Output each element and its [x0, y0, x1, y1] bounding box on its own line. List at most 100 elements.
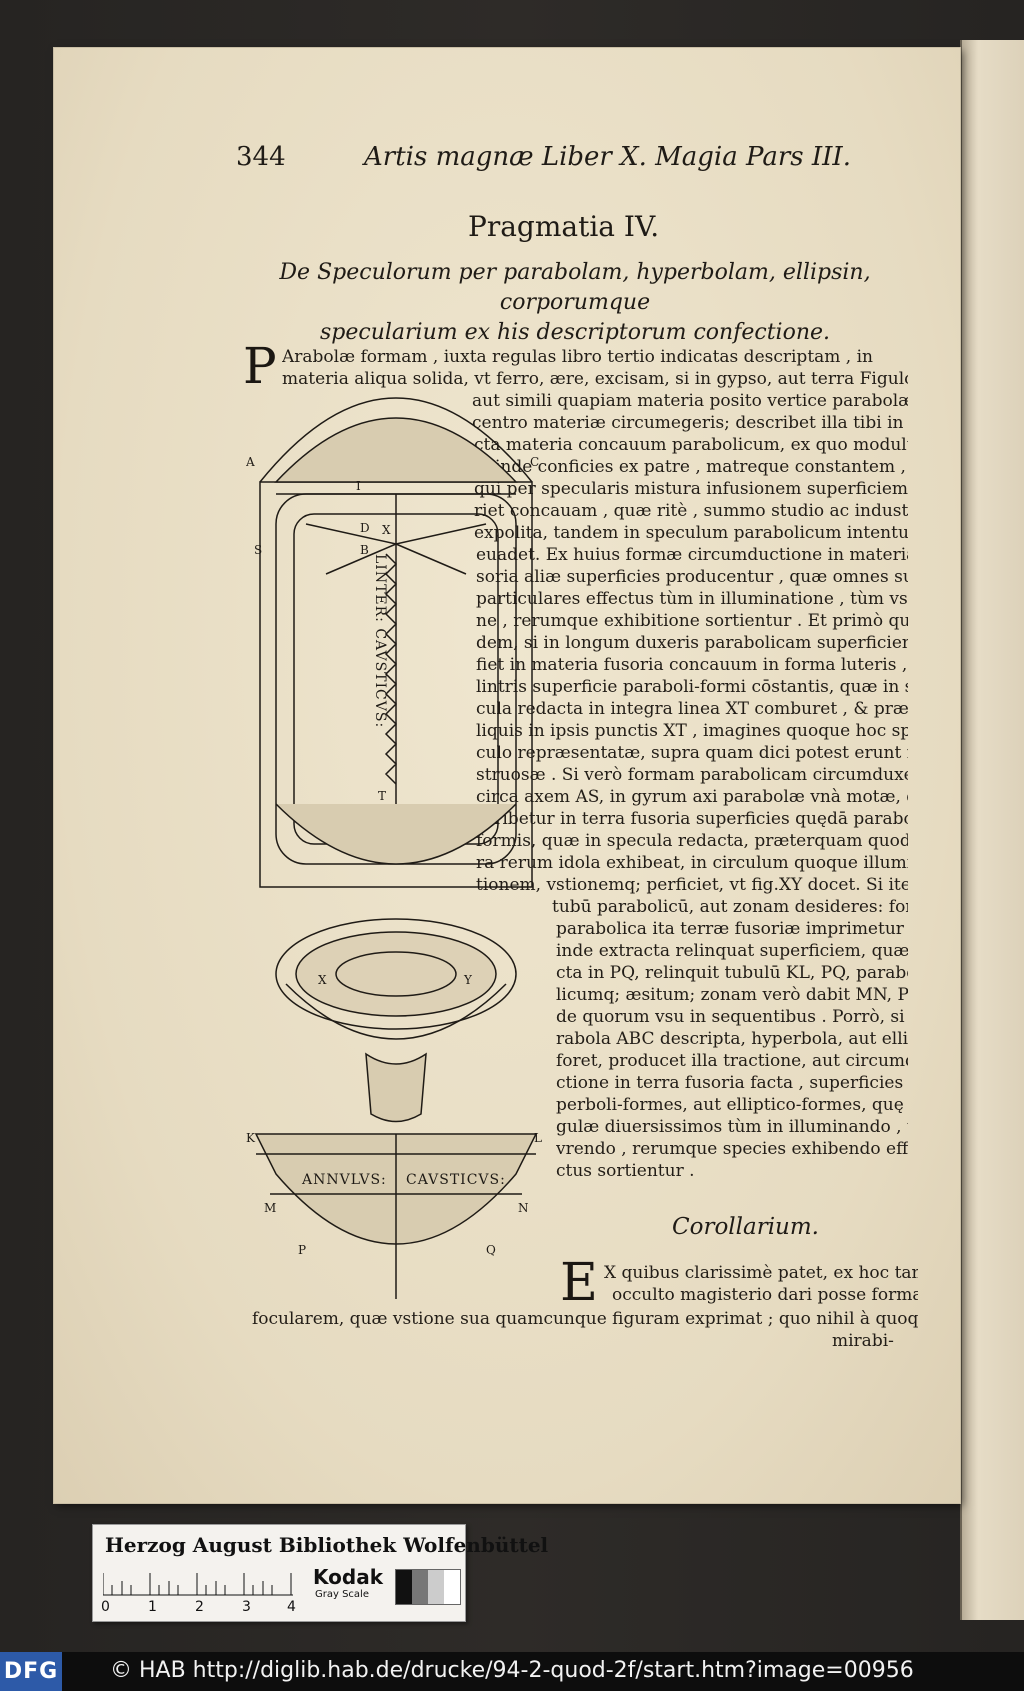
stem — [365, 1052, 427, 1123]
adjacent-page-edge — [960, 40, 1024, 1620]
text-line: perboli-formes, aut elliptico-formes, qu… — [556, 1095, 908, 1115]
mirror-figure: A C I D X B S T LINTER: CAVSTICVS: X Y K… — [245, 394, 546, 1314]
text-line: circa axem AS, in gyrum axi parabolæ vnà… — [476, 787, 908, 807]
trough-bottom — [275, 803, 517, 865]
dfg-logo: DFG — [0, 1652, 62, 1691]
label-K: K — [246, 1131, 256, 1145]
drop-capital: P — [243, 337, 277, 395]
running-head: 344 Artis magnæ Liber X. Magia Pars III. — [236, 142, 851, 182]
ruler-numbers: 0 1 2 3 4 — [101, 1599, 301, 1617]
text-line: X quibus clarissimè patet, ex hoc tam — [604, 1263, 918, 1283]
page-number: 344 — [236, 142, 286, 172]
text-line: ctus sortientur . — [556, 1161, 695, 1181]
text-line: formis, quæ in specula redacta, præterqu… — [476, 831, 908, 851]
library-name: Herzog August Bibliothek Wolfenbüttel — [105, 1533, 549, 1557]
figure-engraving: A C I D X B S T LINTER: CAVSTICVS: X Y K… — [245, 397, 542, 1299]
library-color-card: Herzog August Bibliothek Wolfenbüttel 0 … — [92, 1524, 549, 1622]
bowl-top — [274, 417, 518, 483]
text-line: parabolica ita terræ fusoriæ imprimetur … — [556, 919, 908, 939]
text-line: focularem, quæ vstione sua quamcunque fi… — [252, 1309, 918, 1329]
label-D: D — [360, 521, 370, 535]
text-line: euadet. Ex huius formæ circumductione in… — [476, 545, 908, 565]
text-line: expolita, tandem in speculum parabolicum… — [474, 523, 908, 543]
text-line: qui per specularis mistura infusionem su… — [474, 479, 908, 499]
running-head-text: Artis magnæ Liber X. Magia Pars III. — [364, 142, 851, 172]
corollary-drop-capital: E — [560, 1253, 598, 1313]
text-line: aut simili quapiam materia posito vertic… — [472, 391, 908, 411]
text-line: gulæ diuersissimos tùm in illuminando , … — [556, 1117, 908, 1137]
kodak-brand: Kodak — [313, 1565, 383, 1589]
parabola-curve — [259, 397, 533, 483]
text-line: lintris superficie paraboli-formi cōstan… — [476, 677, 908, 697]
text-line: particulares effectus tùm in illuminatio… — [476, 589, 908, 609]
corollary-title: Corollarium. — [672, 1214, 819, 1240]
text-line: rabola ABC descripta, hyperbola, aut ell… — [556, 1029, 908, 1049]
text-line: licumq; æsitum; zonam verò dabit MN, PQ — [556, 985, 908, 1005]
label-C: C — [530, 455, 539, 469]
text-line: deinde conficies ex patre , matreque con… — [474, 457, 906, 477]
label-N: N — [518, 1201, 529, 1215]
subtitle-line: De Speculorum per parabolam, hyperbolam,… — [279, 260, 871, 315]
text-line: de quorum vsu in sequentibus . Porrò, si… — [556, 1007, 908, 1027]
text-line: cta materia concauum parabolicum, ex quo… — [474, 435, 908, 455]
text-line: tionem, vstionemq; perficiet, vt fig.XY … — [476, 875, 908, 895]
label-Q: Q — [486, 1243, 496, 1257]
book-page — [54, 48, 960, 1503]
label-B: B — [360, 543, 369, 557]
label-L: L — [534, 1131, 542, 1145]
kodak-subtitle: Gray Scale — [315, 1589, 369, 1600]
text-line: ne , rerumque exhibitione sortientur . E… — [476, 611, 908, 631]
section-title: Pragmatia IV. — [468, 210, 660, 243]
text-line: liquis in ipsis punctis XT , imagines qu… — [476, 721, 908, 741]
text-line: tubū parabolicū, aut zonam desideres: fo… — [552, 897, 908, 917]
text-line: occulto magisterio dari posse formam — [612, 1285, 918, 1305]
ray-lines-2 — [325, 543, 467, 575]
ruler-scale — [103, 1573, 293, 1596]
text-line: struosæ . Si verò formam parabolicam cir… — [476, 765, 908, 785]
ruler-number: 4 — [287, 1599, 296, 1615]
text-line: soria aliæ superficies producentur , quæ… — [476, 567, 908, 587]
text-line: culo repræsentatæ, supra quam dici potes… — [476, 743, 908, 763]
label-S: S — [254, 543, 262, 557]
label-A: A — [246, 455, 255, 469]
ring-mirror-inner — [295, 931, 497, 1017]
label-I: I — [356, 479, 361, 493]
ruler-number: 1 — [148, 1599, 157, 1615]
label-X2: X — [318, 973, 327, 987]
annulus-caption: ANNVLVS: — [301, 1172, 387, 1188]
section-subtitle: De Speculorum per parabolam, hyperbolam,… — [240, 258, 910, 348]
ruler-number: 3 — [242, 1599, 251, 1615]
label-Y: Y — [463, 973, 473, 987]
gray-patch — [428, 1570, 444, 1604]
grayscale-patches — [395, 1569, 461, 1605]
text-line: dem, si in longum duxeris parabolicam su… — [476, 633, 908, 653]
text-line: fiet in materia fusoria concauum in form… — [476, 655, 908, 675]
gray-patch — [412, 1570, 428, 1604]
text-line: inde extracta relinquat superficiem, quæ… — [556, 941, 908, 961]
linter-caption: LINTER: CAVSTICVS: — [372, 554, 388, 728]
text-line: cula redacta in integra linea XT combure… — [476, 699, 908, 719]
bowl-underside — [285, 983, 507, 1040]
footer-bar: DFG © HAB http://diglib.hab.de/drucke/94… — [0, 1652, 1024, 1691]
label-T: T — [378, 789, 386, 803]
causticus-caption: CAVSTICVS: — [406, 1172, 506, 1188]
text-line: centro materiæ circumegeris; describet i… — [472, 413, 908, 433]
gray-patch — [444, 1570, 460, 1604]
gray-patch — [396, 1570, 412, 1604]
copyright-link[interactable]: © HAB http://diglib.hab.de/drucke/94-2-q… — [110, 1658, 914, 1683]
text-line: ctione in terra fusoria facta , superfic… — [556, 1073, 908, 1093]
text-line: cta in PQ, relinquit tubulū KL, PQ, para… — [556, 963, 908, 983]
text-line: ra rerum idola exhibeat, in circulum quo… — [476, 853, 908, 873]
text-line: mirabi- — [832, 1331, 894, 1351]
text-line: materia aliqua solida, vt ferro, ære, ex… — [282, 369, 908, 389]
ring-mirror-outer — [275, 918, 517, 1030]
text-line: Arabolæ formam , iuxta regulas libro ter… — [282, 347, 873, 367]
text-line: vrendo , rerumque species exhibendo effe… — [556, 1139, 908, 1159]
label-M: M — [264, 1201, 276, 1215]
text-line: foret, producet illa tractione, aut circ… — [556, 1051, 908, 1071]
zigzag-caustic — [384, 553, 398, 785]
text-line: scribetur in terra fusoria superficies q… — [476, 809, 908, 829]
ring-focus — [335, 951, 457, 997]
label-P: P — [298, 1243, 306, 1257]
ruler-number: 0 — [101, 1599, 110, 1615]
